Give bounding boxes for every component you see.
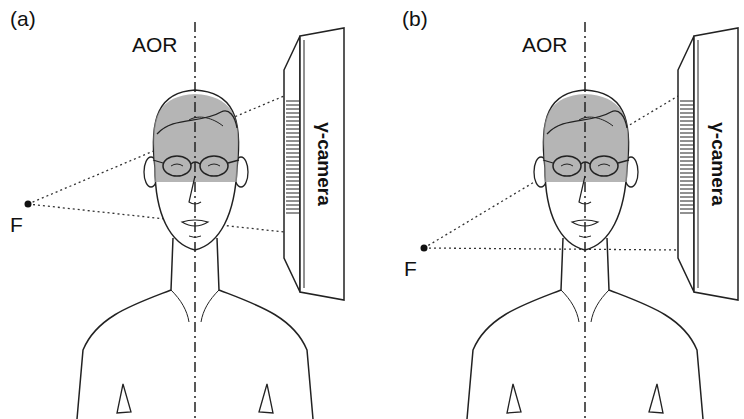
axis-label: AOR (132, 34, 178, 55)
panel-label: (b) (402, 8, 428, 29)
camera-label: γ-camera (709, 122, 728, 205)
gamma-camera (284, 28, 344, 300)
panel-label: (a) (10, 8, 36, 29)
rotation-axis (194, 22, 196, 419)
rotation-axis (584, 22, 586, 419)
camera-label: γ-camera (315, 122, 334, 205)
camera-head: γ-camera (305, 44, 343, 284)
focus-label: F (404, 258, 417, 279)
axis-label: AOR (522, 34, 568, 55)
focus-label: F (10, 214, 23, 235)
focal-point (421, 245, 428, 252)
camera-head: γ-camera (699, 44, 737, 284)
gamma-camera (678, 28, 738, 300)
focal-point (25, 201, 32, 208)
